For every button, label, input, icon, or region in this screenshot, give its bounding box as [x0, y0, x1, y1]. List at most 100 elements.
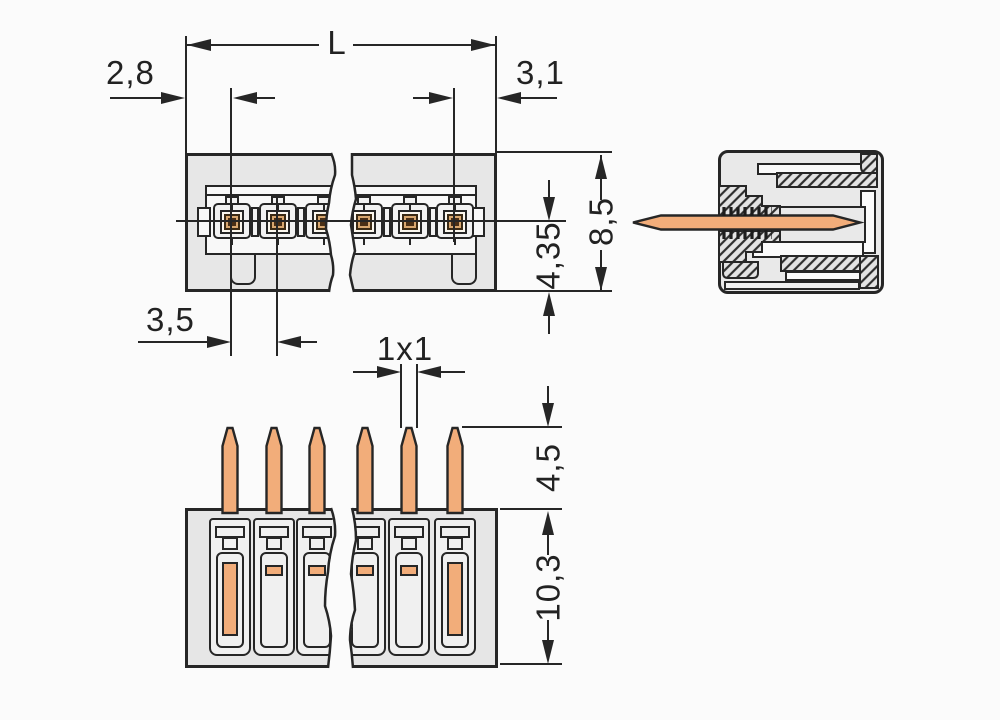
dimension-line [547, 386, 549, 408]
crosshair-tick [277, 205, 279, 211]
dimension-line [187, 44, 319, 46]
dim-label-pitch: 3,5 [146, 301, 195, 338]
leader-line [413, 97, 431, 99]
contact-core-square [451, 218, 459, 226]
leader-line [439, 371, 465, 373]
extension-line [462, 426, 562, 428]
arrowhead [497, 92, 521, 104]
arrowhead [543, 292, 555, 316]
crosshair-tick [409, 239, 411, 245]
extension-line [185, 36, 187, 153]
arrowhead [277, 336, 301, 348]
copper-pin-stub [356, 565, 374, 576]
dimension-line [548, 314, 550, 334]
housing-divider [251, 207, 259, 237]
arrowhead [543, 197, 555, 221]
body-outline-bottom [185, 289, 335, 292]
polarization-key [197, 207, 211, 237]
dim-label-pin-length: 4,5 [529, 443, 567, 492]
arrowhead [207, 336, 231, 348]
slot-contact-detail [266, 537, 282, 550]
crosshair-tick [454, 239, 456, 245]
solder-pin [308, 426, 326, 515]
copper-pin-in-slot [447, 562, 463, 636]
arrowhead [417, 366, 441, 378]
band-top-strip-line [207, 194, 333, 196]
arrowhead [595, 267, 607, 291]
crosshair-tick [363, 205, 365, 211]
solder-pin [400, 426, 418, 515]
crosshair-tick [409, 205, 411, 211]
leader-line [299, 341, 317, 343]
body-outline-top [350, 508, 498, 511]
band-top-strip-line [352, 194, 475, 196]
arrowhead [377, 366, 401, 378]
extension-line [500, 508, 562, 510]
dimension-line [548, 180, 550, 200]
arrowhead [542, 511, 554, 535]
contact-core-square [360, 218, 368, 226]
arrowhead [542, 403, 554, 427]
slot-contact-detail [401, 537, 417, 550]
arrowhead [595, 155, 607, 179]
crosshair-tick [323, 239, 325, 245]
crosshair-tick [323, 205, 325, 211]
dim-label-center-height: 4,35 [529, 221, 567, 290]
extension-line [495, 36, 497, 153]
crosshair-tick [454, 205, 456, 211]
side-view-lower-channel [752, 241, 864, 258]
contact-core-square [406, 218, 414, 226]
side-view-bottom-light-strip [724, 281, 860, 290]
horizontal-centerline [176, 220, 566, 222]
body-outline-left [185, 508, 188, 668]
solder-pin [446, 426, 464, 515]
leader-line [110, 97, 163, 99]
housing-divider [297, 207, 305, 237]
body-outline-bottom [350, 289, 497, 292]
leader-line [519, 97, 557, 99]
extension-line [497, 290, 612, 292]
arrowhead [542, 640, 554, 664]
crosshair-tick [277, 239, 279, 245]
leader-line [138, 341, 210, 343]
body-outline-bottom [185, 665, 335, 668]
pin2-centerline [276, 196, 278, 356]
body-outline-top [185, 508, 335, 511]
solder-pin [356, 426, 374, 515]
dimension-line [547, 533, 549, 555]
dim-label-total-height: 8,5 [582, 197, 620, 246]
body-outline-top [350, 153, 497, 156]
solder-pin [265, 426, 283, 515]
pin6-centerline [453, 88, 455, 242]
bottom-notch [451, 255, 477, 285]
extension-line [400, 364, 402, 428]
leader-line [353, 371, 379, 373]
body-outline-right [495, 508, 498, 668]
arrowhead [471, 39, 495, 51]
dim-label-overall-length: L [327, 24, 347, 61]
bottom-notch [230, 255, 256, 285]
front-view-right-half [350, 153, 497, 292]
extension-line [500, 663, 562, 665]
side-view-bottom-white-strip [785, 271, 863, 281]
body-outline-right [494, 153, 497, 292]
body-outline-left [185, 153, 188, 292]
extension-line [497, 151, 612, 153]
slot-contact-detail [309, 537, 325, 550]
crosshair-tick [231, 205, 233, 211]
side-view-pin-cavity [776, 206, 866, 243]
crosshair-tick [231, 239, 233, 245]
slot-contact-detail [357, 537, 373, 550]
solder-pin [221, 426, 239, 515]
arrowhead [233, 92, 257, 104]
front-view-left-half [185, 153, 335, 292]
dim-label-right-offset: 3,1 [516, 54, 565, 91]
body-outline-bottom [350, 665, 498, 668]
extension-line [416, 364, 418, 428]
bottom-view-left-half [185, 508, 335, 668]
copper-pin-stub [400, 565, 418, 576]
leader-line [255, 97, 275, 99]
dim-label-pin-section: 1x1 [376, 330, 434, 367]
